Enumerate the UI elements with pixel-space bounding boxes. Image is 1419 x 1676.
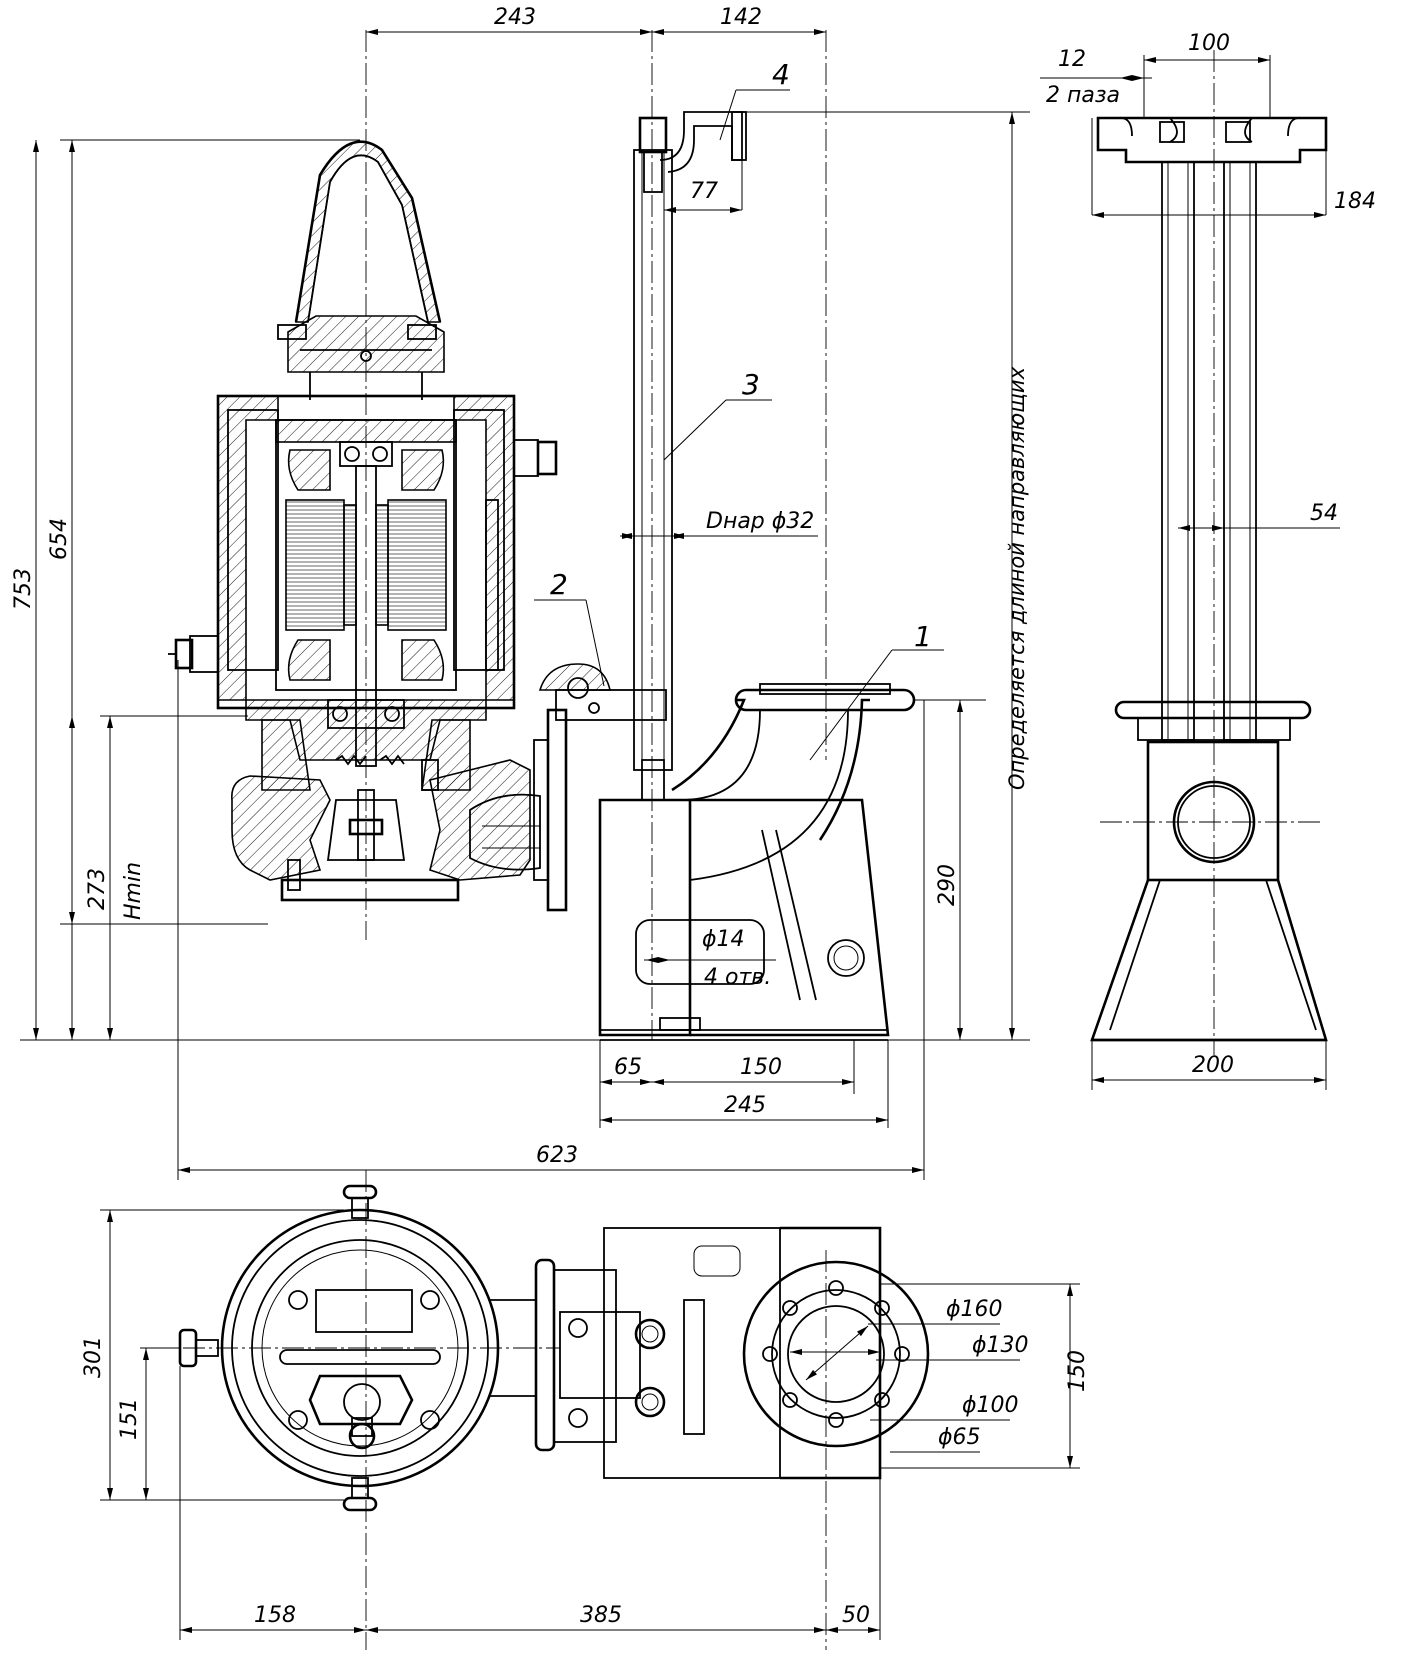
dim-12: 12 xyxy=(1058,47,1086,72)
dim-54: 54 xyxy=(1310,501,1338,526)
callout-4: 4 xyxy=(772,58,790,91)
dim-phi14: ϕ14 xyxy=(702,927,745,952)
dim-slots: 2 паза xyxy=(1046,83,1120,108)
dim-150-flange: 150 xyxy=(1065,1350,1090,1392)
rail-length-note: Определяется длиной направляющих xyxy=(1005,366,1029,790)
part-callouts: 1 2 3 4 xyxy=(550,58,932,653)
dim-273: 273 xyxy=(85,868,110,910)
dim-100: 100 xyxy=(1188,31,1230,56)
dim-phi130: ϕ130 xyxy=(972,1333,1029,1358)
dim-245: 245 xyxy=(724,1093,766,1118)
dim-holes: 4 отв. xyxy=(704,965,771,990)
dim-50: 50 xyxy=(842,1603,870,1628)
dim-301: 301 xyxy=(81,1336,106,1378)
dim-158: 158 xyxy=(254,1603,296,1628)
dim-753: 753 xyxy=(11,568,36,610)
dim-142: 142 xyxy=(720,5,762,30)
pump-front-section xyxy=(168,140,667,912)
dim-184: 184 xyxy=(1334,189,1376,214)
dim-385: 385 xyxy=(580,1603,622,1628)
side-view xyxy=(1090,116,1328,1042)
callout-1: 1 xyxy=(914,620,932,653)
dim-phi100: ϕ100 xyxy=(962,1393,1019,1418)
dimension-lines xyxy=(33,29,1340,1633)
dim-phi65: ϕ65 xyxy=(938,1425,981,1450)
dim-hmin: Hmin xyxy=(121,862,146,920)
dim-dnar: Dнар ϕ32 xyxy=(706,509,814,534)
guide-rail-and-base xyxy=(598,111,916,1041)
dim-243: 243 xyxy=(494,5,536,30)
dim-150: 150 xyxy=(740,1055,782,1080)
dim-phi160: ϕ160 xyxy=(946,1297,1003,1322)
centerlines xyxy=(150,30,1320,1650)
callout-3: 3 xyxy=(742,368,760,401)
dim-77: 77 xyxy=(690,179,718,204)
dim-290: 290 xyxy=(935,864,960,906)
extension-lines xyxy=(20,55,1327,1640)
dimension-labels: 243 142 753 654 273 Hmin 290 77 65 150 2… xyxy=(11,5,1376,1628)
dim-654: 654 xyxy=(47,518,72,560)
dim-623: 623 xyxy=(536,1143,578,1168)
dim-151: 151 xyxy=(117,1398,142,1440)
callout-2: 2 xyxy=(550,568,568,601)
dim-200: 200 xyxy=(1192,1053,1234,1078)
callout-leaders xyxy=(534,89,944,761)
dim-65: 65 xyxy=(614,1055,642,1080)
